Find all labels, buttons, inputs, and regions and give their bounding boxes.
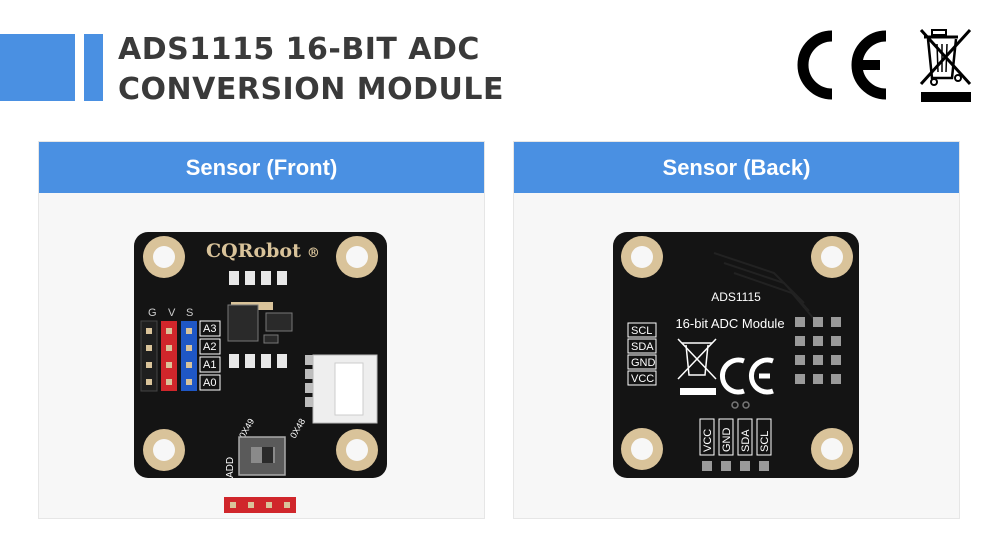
regulator-chip	[265, 312, 293, 332]
panel-back-header: Sensor (Back)	[514, 142, 959, 193]
bottom-solder-pads	[702, 461, 769, 471]
panel-front: Sensor (Front) CQRobot®	[38, 141, 485, 519]
mounting-hole	[143, 429, 185, 471]
pin-header-vcc	[161, 321, 177, 391]
pin-label-box	[199, 356, 221, 373]
side-pin-sda: SDA	[631, 341, 654, 353]
pcb-board	[613, 232, 859, 478]
bottom-header	[224, 497, 296, 513]
pin-header-gnd	[140, 320, 158, 392]
mounting-hole	[621, 236, 663, 278]
mounting-hole	[621, 428, 663, 470]
weee-bin-icon	[919, 28, 972, 102]
brand-logo: CQRobot®	[206, 240, 320, 262]
pin-label-box	[627, 354, 657, 370]
pin-label-a2: A2	[203, 341, 216, 353]
side-pin-scl: SCL	[631, 325, 652, 337]
panel-front-header: Sensor (Front)	[39, 142, 484, 193]
chip-name: ADS1115	[711, 290, 761, 304]
bottom-pin-vcc: VCC	[702, 429, 714, 452]
jst-connector	[305, 354, 378, 424]
mounting-hole	[336, 236, 378, 278]
pin-header-signal	[181, 321, 197, 391]
pin-label-box	[627, 370, 657, 386]
pin-label-box	[718, 418, 734, 456]
header-accent-block-narrow	[84, 34, 103, 101]
pin-label-a0: A0	[203, 377, 216, 389]
header-accent-block-wide	[0, 34, 75, 101]
pin-label-box	[199, 338, 221, 355]
bottom-pin-sda: SDA	[740, 429, 752, 452]
mounting-hole	[143, 236, 185, 278]
side-pin-gnd: GND	[631, 357, 656, 369]
adc-chip	[227, 304, 259, 342]
panel-front-body: CQRobot® G V S	[39, 193, 484, 519]
vias	[731, 401, 750, 409]
pin-label-box	[756, 418, 772, 456]
solder-pad-grid	[795, 317, 841, 384]
transistor	[263, 334, 279, 344]
ce-mark-icon	[797, 30, 887, 100]
pin-label-box	[737, 418, 753, 456]
resistor-row	[229, 354, 287, 368]
weee-small-icon	[677, 338, 717, 395]
header-label-v: V	[168, 307, 176, 319]
module-name: 16-bit ADC Module	[675, 316, 784, 331]
pin-label-box	[627, 338, 657, 354]
address-label: ADD	[225, 457, 236, 478]
page-title: ADS1115 16-BIT ADC CONVERSION MODULE	[118, 30, 504, 110]
header-label-s: S	[186, 307, 193, 319]
panel-back-title: Sensor (Back)	[662, 154, 811, 180]
pin-label-box	[699, 418, 715, 456]
pin-label-a1: A1	[203, 359, 216, 371]
page-title-line-2: CONVERSION MODULE	[118, 72, 504, 107]
panel-front-title: Sensor (Front)	[185, 154, 338, 180]
pin-label-box	[627, 322, 657, 338]
ce-small-icon	[720, 357, 774, 395]
mounting-hole	[336, 429, 378, 471]
side-pin-vcc: VCC	[631, 373, 654, 385]
front-board-image: CQRobot® G V S	[134, 232, 387, 513]
panel-back: Sensor (Back) ADS1115 16-bit ADC Module …	[513, 141, 960, 519]
bottom-pin-scl: SCL	[759, 431, 771, 452]
panel-back-body: ADS1115 16-bit ADC Module SCL SDA GND VC…	[514, 193, 959, 519]
pin-label-box	[199, 320, 221, 337]
address-switch[interactable]	[238, 436, 286, 476]
page-title-line-1: ADS1115 16-BIT ADC	[118, 32, 480, 67]
mounting-hole	[811, 428, 853, 470]
pcb-traces	[713, 252, 815, 320]
pin-label-a3: A3	[203, 323, 216, 335]
mounting-hole	[811, 236, 853, 278]
bottom-pin-gnd: GND	[721, 428, 733, 453]
pin-label-box	[199, 374, 221, 391]
header-label-g: G	[148, 307, 157, 319]
back-board-image: ADS1115 16-bit ADC Module SCL SDA GND VC…	[613, 232, 859, 478]
